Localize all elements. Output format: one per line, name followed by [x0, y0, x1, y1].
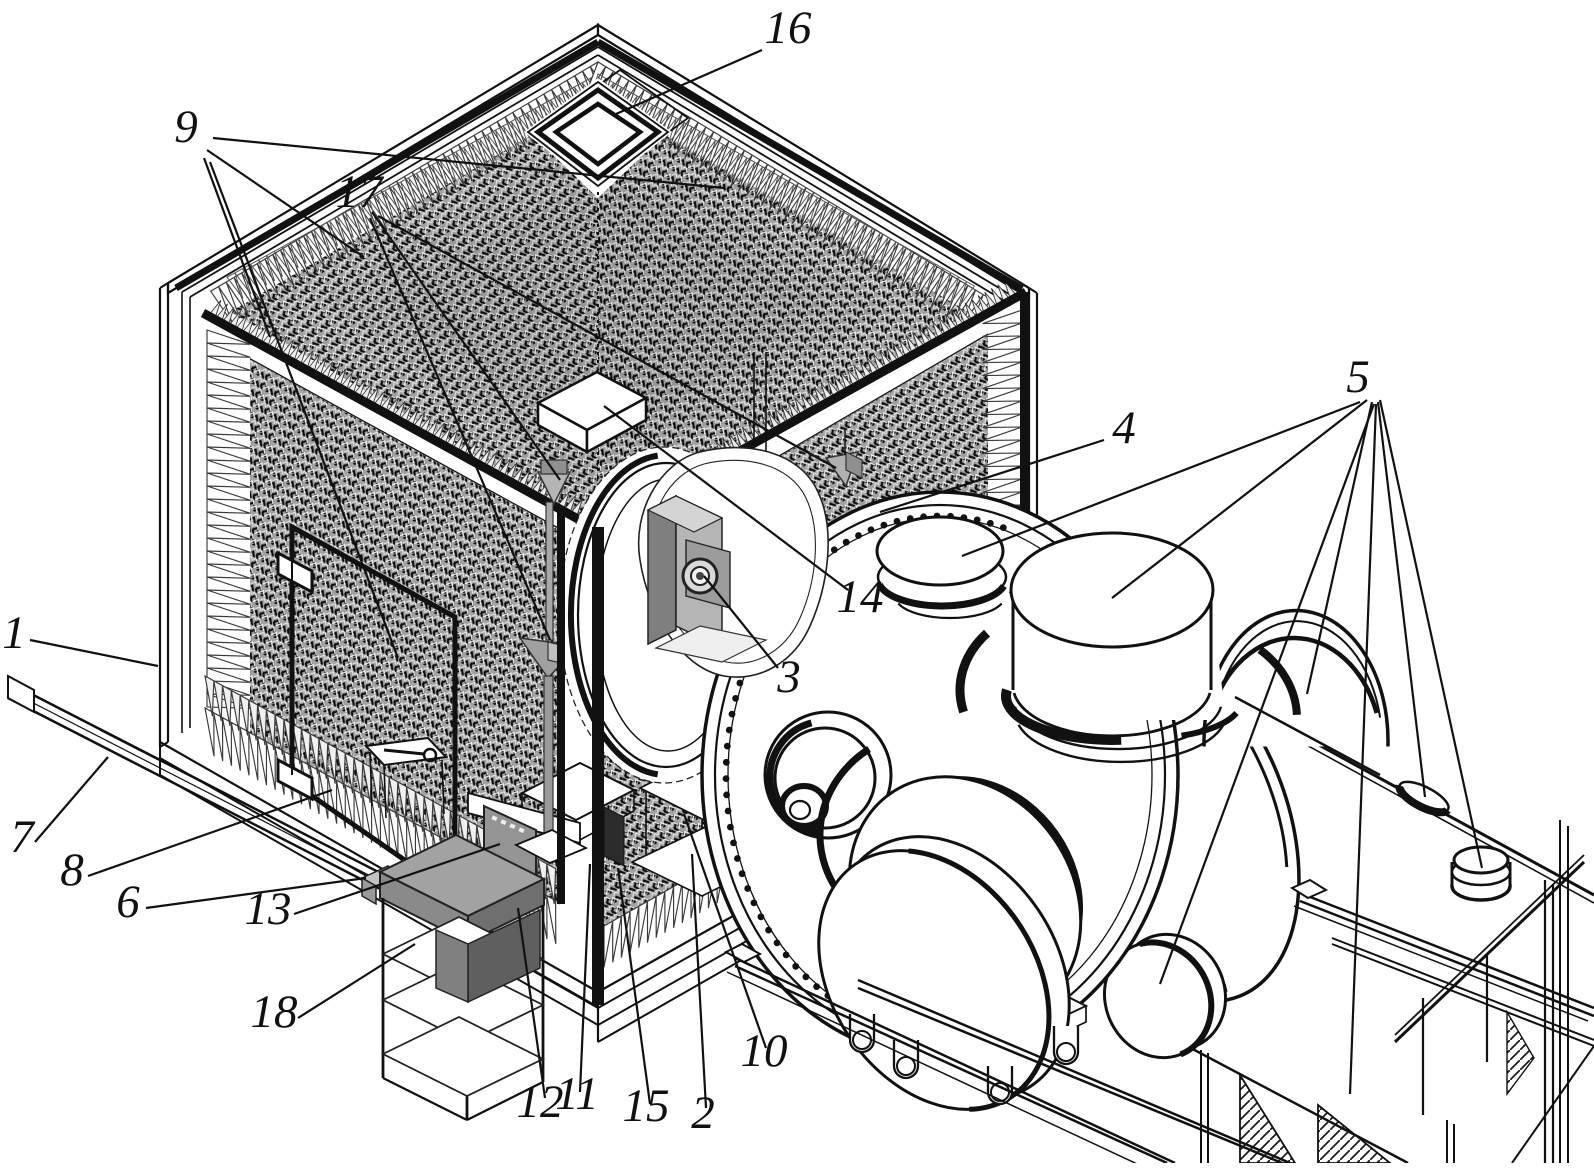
svg-text:1: 1 — [2, 607, 26, 659]
svg-text:10: 10 — [741, 1025, 788, 1077]
svg-text:4: 4 — [1112, 402, 1136, 454]
svg-text:2: 2 — [691, 1087, 715, 1139]
svg-text:11: 11 — [555, 1068, 599, 1120]
svg-text:6: 6 — [116, 876, 140, 928]
svg-text:18: 18 — [251, 986, 298, 1038]
svg-text:16: 16 — [765, 2, 813, 54]
svg-text:15: 15 — [623, 1080, 670, 1132]
svg-text:5: 5 — [1346, 351, 1370, 403]
svg-text:9: 9 — [174, 101, 198, 153]
svg-text:17: 17 — [336, 166, 386, 218]
svg-text:12: 12 — [517, 1076, 564, 1128]
svg-text:14: 14 — [837, 571, 884, 623]
svg-text:7: 7 — [10, 811, 36, 863]
svg-text:8: 8 — [60, 844, 84, 896]
svg-text:3: 3 — [776, 651, 801, 703]
svg-text:13: 13 — [245, 883, 292, 935]
